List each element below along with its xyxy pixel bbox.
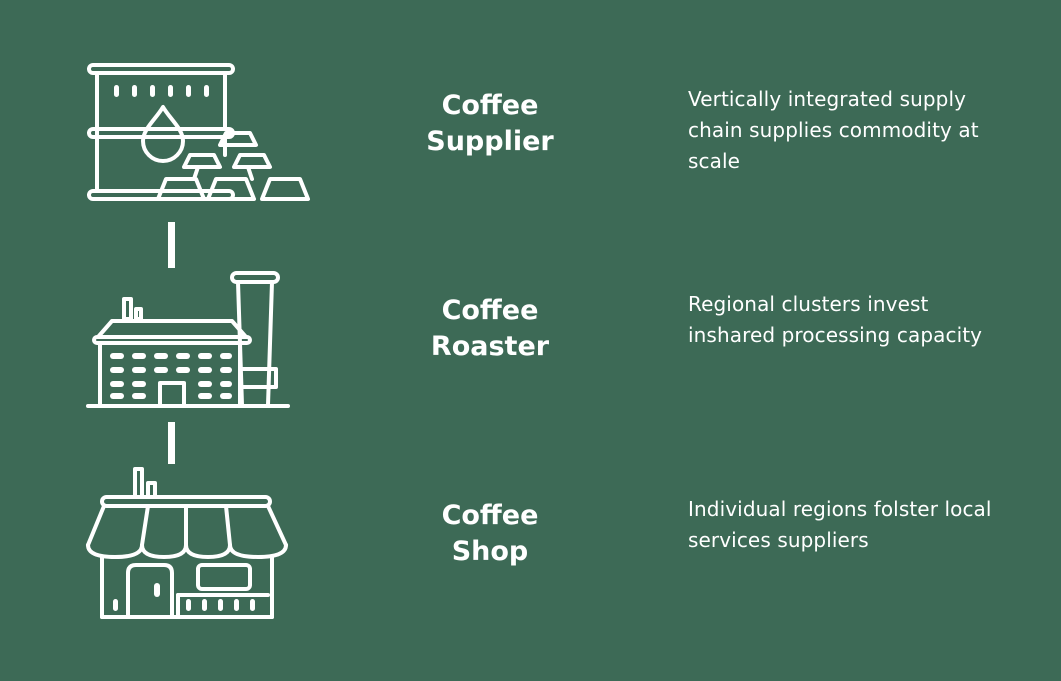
stage-description-supplier: Vertically integrated supply chain suppl… [688, 87, 979, 173]
title-line: Coffee [441, 500, 539, 531]
stage-title-roaster: Coffee Roaster [400, 293, 580, 365]
title-line: Coffee [441, 90, 539, 121]
oil-barrel-and-gold-bars-icon [80, 50, 320, 220]
connector-line [168, 422, 175, 464]
title-line: Supplier [426, 126, 554, 157]
stage-description-shop: Individual regions folster local service… [688, 497, 992, 552]
factory-icon [80, 262, 320, 432]
connector-line [168, 222, 175, 268]
stage-description-roaster: Regional clusters invest inshared proces… [688, 292, 983, 347]
title-line: Shop [451, 536, 529, 567]
title-line: Roaster [430, 331, 550, 362]
title-line: Coffee [441, 295, 539, 326]
stage-title-supplier: Coffee Supplier [400, 88, 580, 160]
stage-title-shop: Coffee Shop [400, 498, 580, 570]
shop-storefront-icon [80, 460, 320, 630]
